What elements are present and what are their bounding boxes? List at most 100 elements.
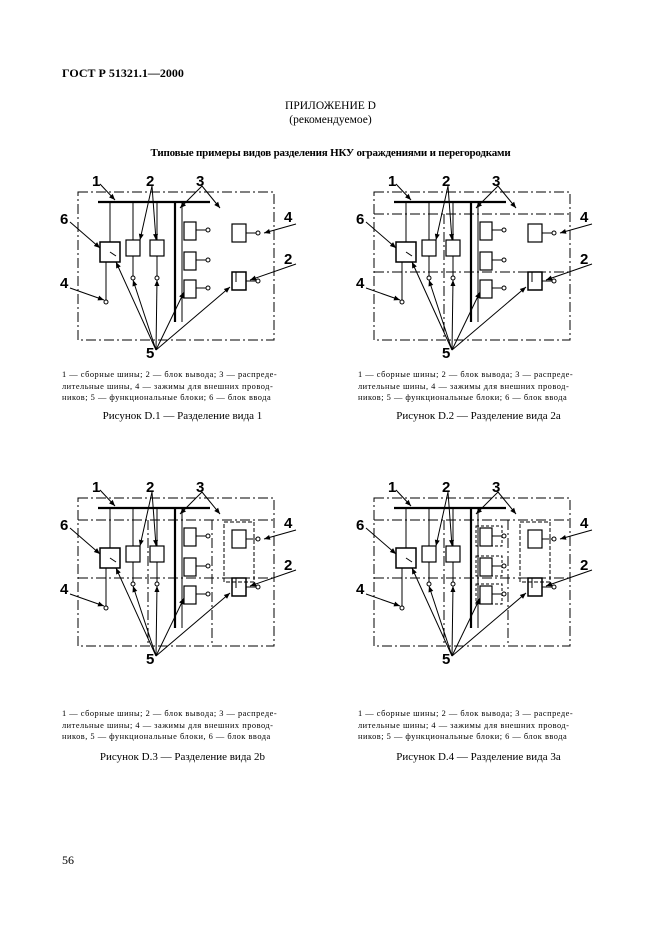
figure-d4-caption: Рисунок D.4 — Разделение вида 3а [396, 751, 561, 763]
leader-line [155, 597, 185, 657]
terminal [255, 230, 261, 236]
leader-line [365, 527, 397, 555]
leader-line [451, 291, 481, 351]
callout-label: 4 [580, 515, 589, 532]
outgoing-unit [421, 545, 437, 563]
leader-line [545, 263, 593, 281]
functional-unit [183, 279, 197, 299]
arrow-head [449, 539, 455, 546]
functional-unit [183, 251, 197, 271]
functional-unit [183, 527, 197, 547]
arrow-head [475, 292, 480, 299]
terminal [154, 275, 160, 281]
arrow-head [179, 598, 184, 605]
callout-label: 4 [284, 209, 293, 226]
legend-line: 1 — сборные шины; 2 — блок вывода; 3 — р… [62, 370, 278, 379]
arrow-head [97, 601, 104, 607]
leader-line [69, 221, 101, 249]
callout-label: 2 [580, 557, 588, 574]
callout-label: 6 [356, 211, 364, 228]
arrow-head [405, 499, 411, 506]
terminal [399, 605, 405, 611]
functional-unit [479, 557, 493, 577]
terminal [103, 299, 109, 305]
legend-line: ников; 5 — функциональные блоки; 6 — бло… [358, 393, 568, 402]
leader-line [447, 185, 453, 241]
callout-label: 2 [442, 479, 450, 496]
arrow-head [475, 598, 480, 605]
figure-d4-legend: 1 — сборные шины; 2 — блок вывода; 3 — р… [358, 708, 596, 743]
figure-d1-caption: Рисунок D.1 — Разделение вида 1 [102, 410, 263, 422]
callout-label: 1 [92, 173, 100, 190]
output-terminal-block [231, 271, 247, 291]
arrow-head [449, 233, 455, 240]
leader-line [447, 491, 453, 547]
outgoing-unit [445, 239, 461, 257]
outgoing-unit [421, 239, 437, 257]
terminal-block [527, 223, 543, 243]
callout-label: 5 [146, 345, 154, 362]
wire [405, 557, 413, 563]
functional-unit [183, 585, 197, 605]
arrow-head [116, 262, 121, 269]
arrow-head [264, 228, 271, 234]
terminal [255, 278, 261, 284]
outgoing-unit [149, 545, 165, 563]
arrow-head [450, 586, 456, 593]
arrow-head [154, 280, 160, 287]
arrow-head [180, 201, 187, 208]
callout-label: 2 [146, 479, 154, 496]
arrow-head [434, 539, 440, 546]
leader-line [155, 592, 231, 657]
wire [109, 251, 117, 257]
leader-line [451, 597, 481, 657]
legend-line: 1 — сборные шины; 2 — блок вывода; 3 — р… [62, 709, 278, 718]
document-header: ГОСТ Р 51321.1—2000 [62, 66, 184, 80]
arrow-head [389, 548, 396, 554]
leader-line [428, 279, 453, 351]
legend-line: лительные шины, 4 — зажимы для внешних п… [62, 381, 274, 391]
output-terminal-block [231, 577, 247, 597]
arrow-head [519, 593, 526, 599]
callout-label: 6 [60, 517, 68, 534]
figure-d1-legend: 1 — сборные шины; 2 — блок вывода; 3 — р… [62, 369, 300, 404]
terminal [501, 533, 507, 539]
arrow-head [223, 287, 230, 293]
wire [109, 557, 117, 563]
terminal [154, 581, 160, 587]
leader-line [115, 567, 157, 657]
legend-line: ников; 5 — функциональные блоки; 6 — бло… [62, 393, 272, 402]
callout-label: 1 [388, 173, 396, 190]
callout-label: 4 [60, 275, 69, 292]
callout-label: 3 [196, 173, 204, 190]
arrow-head [450, 280, 456, 287]
arrow-head [93, 242, 100, 248]
callout-label: 4 [356, 275, 365, 292]
wire [405, 251, 413, 257]
callout-label: 4 [284, 515, 293, 532]
callout-label: 5 [146, 651, 154, 668]
callout-label: 4 [580, 209, 589, 226]
arrow-head [93, 548, 100, 554]
callout-label: 3 [196, 479, 204, 496]
leader-line [155, 585, 158, 657]
arrow-head [476, 201, 483, 208]
terminal [205, 285, 211, 291]
leader-line [428, 585, 453, 657]
functional-unit [183, 221, 197, 241]
figure-d3-caption: Рисунок D.3 — Разделение вида 2b [99, 751, 266, 763]
leader-line [151, 491, 157, 547]
functional-unit [479, 221, 493, 241]
leader-line [151, 185, 157, 241]
callout-label: 4 [356, 581, 365, 598]
leader-line [115, 261, 157, 351]
arrow-head [138, 539, 144, 546]
leader-line [69, 287, 105, 301]
enclosure-frame [373, 497, 571, 647]
terminal [501, 227, 507, 233]
arrow-head [405, 193, 411, 200]
